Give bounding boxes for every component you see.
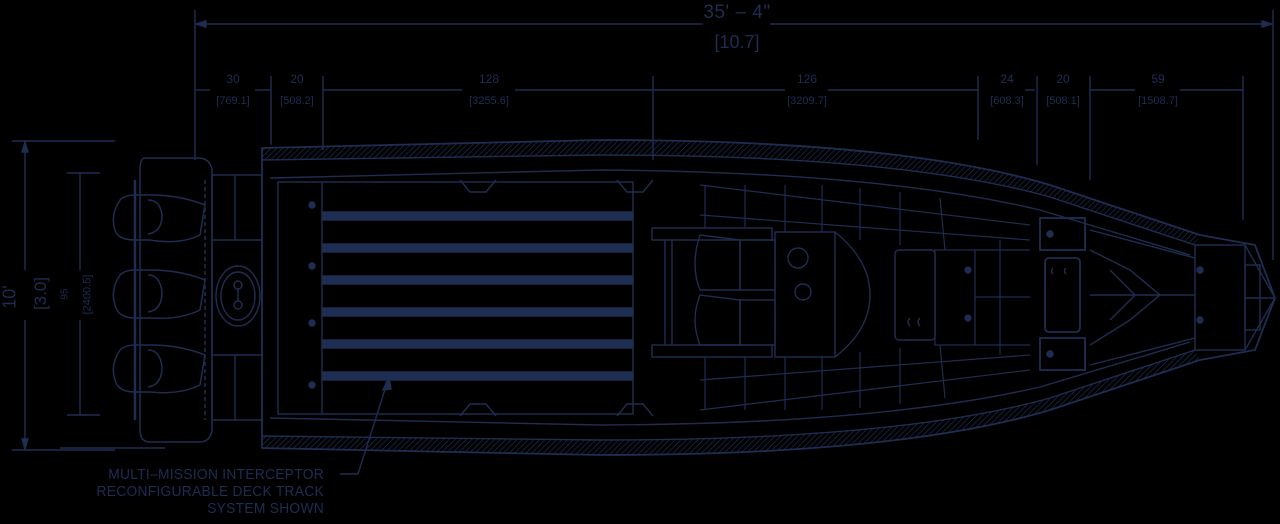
segment-5-inches: 24 — [1000, 72, 1014, 86]
bow-hatch — [1039, 217, 1196, 371]
segment-7-mm: [1508.7] — [1138, 95, 1178, 107]
callout-leader — [60, 374, 392, 475]
segment-3-inches: 128 — [478, 72, 500, 86]
segment-5-mm: [608.3] — [990, 95, 1024, 107]
segment-4-inches: 126 — [796, 72, 818, 86]
bow-tip — [1194, 244, 1276, 351]
transom-structure — [211, 174, 263, 421]
deck-track-callout: MULTI–MISSION INTERCEPTOR RECONFIGURABLE… — [81, 466, 324, 517]
segment-4-mm: [3209.7] — [787, 95, 827, 107]
segment-2-mm: [508.2] — [280, 95, 314, 107]
beam-imperial: 10' — [0, 285, 20, 309]
segment-6-inches: 20 — [1056, 72, 1070, 86]
segment-6-mm: [508.1] — [1046, 95, 1080, 107]
hull-outline — [261, 139, 1276, 456]
segment-3-mm: [3255.6] — [469, 95, 509, 107]
overall-length-imperial: 35' – 4" — [703, 2, 771, 23]
inner-beam-inches: 95 — [59, 288, 71, 300]
segment-dimension-chain — [195, 76, 1244, 220]
callout-line-1: MULTI–MISSION INTERCEPTOR — [108, 466, 324, 483]
overall-length-dimension — [193, 10, 1275, 260]
inner-beam-mm: [2400.5] — [81, 274, 94, 315]
beam-metric: [3.0] — [31, 276, 51, 311]
deck-track-system — [277, 179, 654, 417]
overall-length-metric: [10.7] — [714, 32, 760, 52]
callout-line-2: RECONFIGURABLE DECK TRACK — [96, 483, 324, 500]
segment-1-mm: [769.1] — [216, 95, 250, 107]
segment-2-inches: 20 — [290, 72, 304, 86]
beam-dimension — [12, 139, 115, 452]
segment-1-inches: 30 — [226, 72, 240, 86]
forward-compartments — [699, 184, 1031, 411]
outboard-engines — [112, 157, 213, 443]
callout-line-3: SYSTEM SHOWN — [207, 500, 324, 517]
helm-console — [651, 227, 936, 358]
segment-7-inches: 59 — [1151, 72, 1165, 86]
